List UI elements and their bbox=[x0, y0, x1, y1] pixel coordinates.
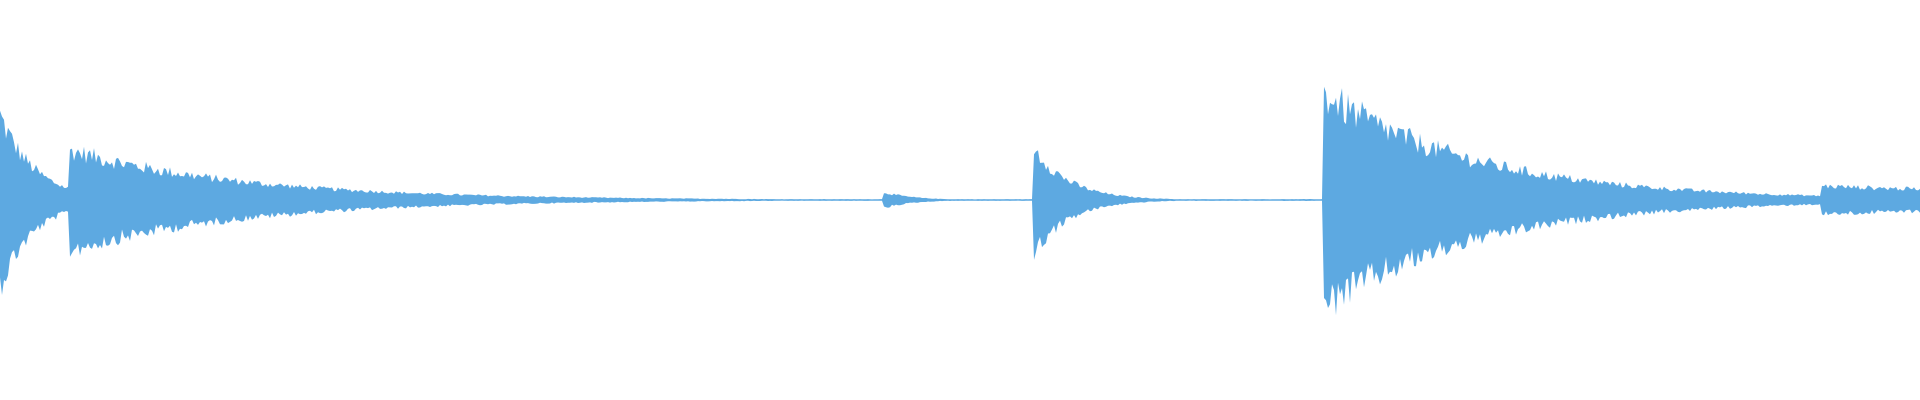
waveform-envelope bbox=[0, 86, 1920, 316]
